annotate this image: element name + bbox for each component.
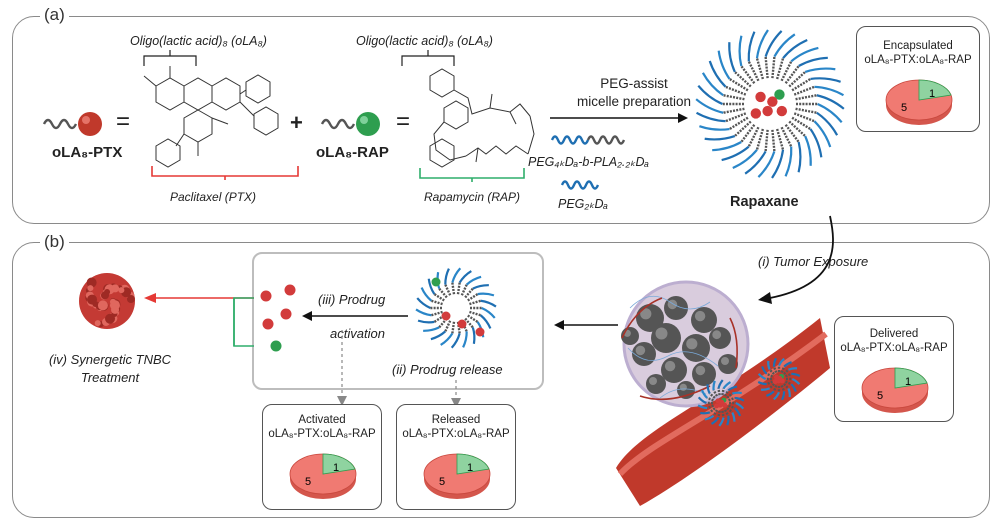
activated-pie: 1 5	[289, 453, 357, 499]
panel-b-frame	[12, 242, 990, 518]
step-ii-label: (ii) Prodrug release	[392, 362, 503, 377]
encapsulated-pie: 1 5	[885, 79, 953, 125]
oligo-label-2: Oligo(lactic acid)₈ (oLA₈)	[356, 34, 493, 48]
oligo-label-1: Oligo(lactic acid)₈ (oLA₈)	[130, 34, 267, 48]
encapsulated-ratio: oLA₈-PTX:oLA₈-RAP	[864, 54, 972, 66]
panel-a-tag: (a)	[40, 5, 69, 25]
step-iv-line2: Treatment	[80, 370, 140, 385]
step-iii-line1: (iii) Prodrug	[318, 292, 386, 307]
vessel-micelle-1	[697, 379, 745, 427]
to-release-arrow	[554, 320, 618, 330]
encapsulated-major: 5	[901, 102, 907, 114]
delivered-card: Delivered oLA₈-PTX:oLA₈-RAP 1 5	[834, 316, 954, 422]
released-ratio: oLA₈-PTX:oLA₈-RAP	[402, 428, 510, 440]
panel-b-tag: (b)	[40, 232, 69, 252]
ola8-rap-symbol	[320, 112, 380, 136]
release-micelle	[415, 267, 497, 349]
rapaxane-label: Rapaxane	[730, 194, 799, 210]
activation-arrow	[302, 311, 408, 321]
delivered-minor: 1	[905, 376, 911, 388]
ola8-rap-label: oLA₈-RAP	[316, 144, 389, 161]
activated-title: Activated	[298, 414, 346, 426]
activated-ratio: oLA₈-PTX:oLA₈-RAP	[268, 428, 376, 440]
released-major: 5	[439, 476, 445, 488]
plus-sign: +	[290, 110, 303, 135]
activated-drugs	[260, 284, 296, 352]
encapsulated-card: Encapsulated oLA₈-PTX:oLA₈-RAP 1 5	[856, 26, 980, 132]
step-i-label: (i) Tumor Exposure	[758, 254, 869, 269]
polymer-block-label: PEG₄ₖDₐ-b-PLA₂.₂ₖDₐ	[528, 155, 649, 169]
treatment-connector	[144, 293, 254, 347]
encapsulated-minor: 1	[929, 88, 935, 100]
delivered-ratio: oLA₈-PTX:oLA₈-RAP	[840, 342, 948, 354]
released-card: Released oLA₈-PTX:oLA₈-RAP 1 5	[396, 404, 516, 510]
released-dashed-arrow	[451, 380, 461, 408]
activated-dashed-arrow	[337, 330, 347, 406]
encapsulated-title: Encapsulated	[883, 40, 953, 52]
treated-tumor-cell	[79, 273, 135, 329]
vessel-micelle-2	[757, 357, 801, 401]
method-line2: micelle preparation	[576, 94, 692, 109]
tumor-exposure-arrow	[758, 215, 834, 304]
released-title: Released	[431, 414, 481, 426]
polymer-peg-label: PEG₂ₖDₐ	[558, 197, 608, 211]
step-iii-line2: activation	[330, 326, 385, 341]
oligo-bracket-2	[401, 50, 455, 66]
oligo-bracket-1	[143, 50, 197, 66]
method-line1: PEG-assist	[600, 76, 668, 91]
activated-card: Activated oLA₈-PTX:oLA₈-RAP 1 5	[262, 404, 382, 510]
released-minor: 1	[467, 462, 473, 474]
released-pie: 1 5	[423, 453, 491, 499]
panel-a-frame	[12, 16, 990, 224]
delivered-major: 5	[877, 390, 883, 402]
activated-major: 5	[305, 476, 311, 488]
equals-2: =	[396, 108, 411, 135]
process-arrow	[550, 113, 688, 123]
delivered-pie: 1 5	[861, 367, 929, 413]
peg-icon	[560, 180, 600, 190]
prodrug-process-box	[252, 252, 544, 390]
rapamycin-structure	[429, 68, 535, 168]
ptx-name: Paclitaxel (PTX)	[170, 190, 257, 204]
rap-name: Rapamycin (RAP)	[424, 190, 521, 204]
delivered-title: Delivered	[869, 328, 919, 340]
activated-minor: 1	[333, 462, 339, 474]
ola8-ptx-label: oLA₈-PTX	[52, 144, 123, 161]
equals-1: =	[116, 108, 131, 135]
ptx-bracket	[151, 166, 299, 180]
ola8-ptx-symbol	[42, 112, 102, 136]
rapaxane-micelle	[695, 29, 845, 179]
peg-pla-block-icon	[550, 135, 626, 145]
rap-bracket	[419, 168, 525, 182]
paclitaxel-structure	[143, 66, 279, 168]
step-iv-line1: (iv) Synergetic TNBC	[48, 352, 172, 367]
